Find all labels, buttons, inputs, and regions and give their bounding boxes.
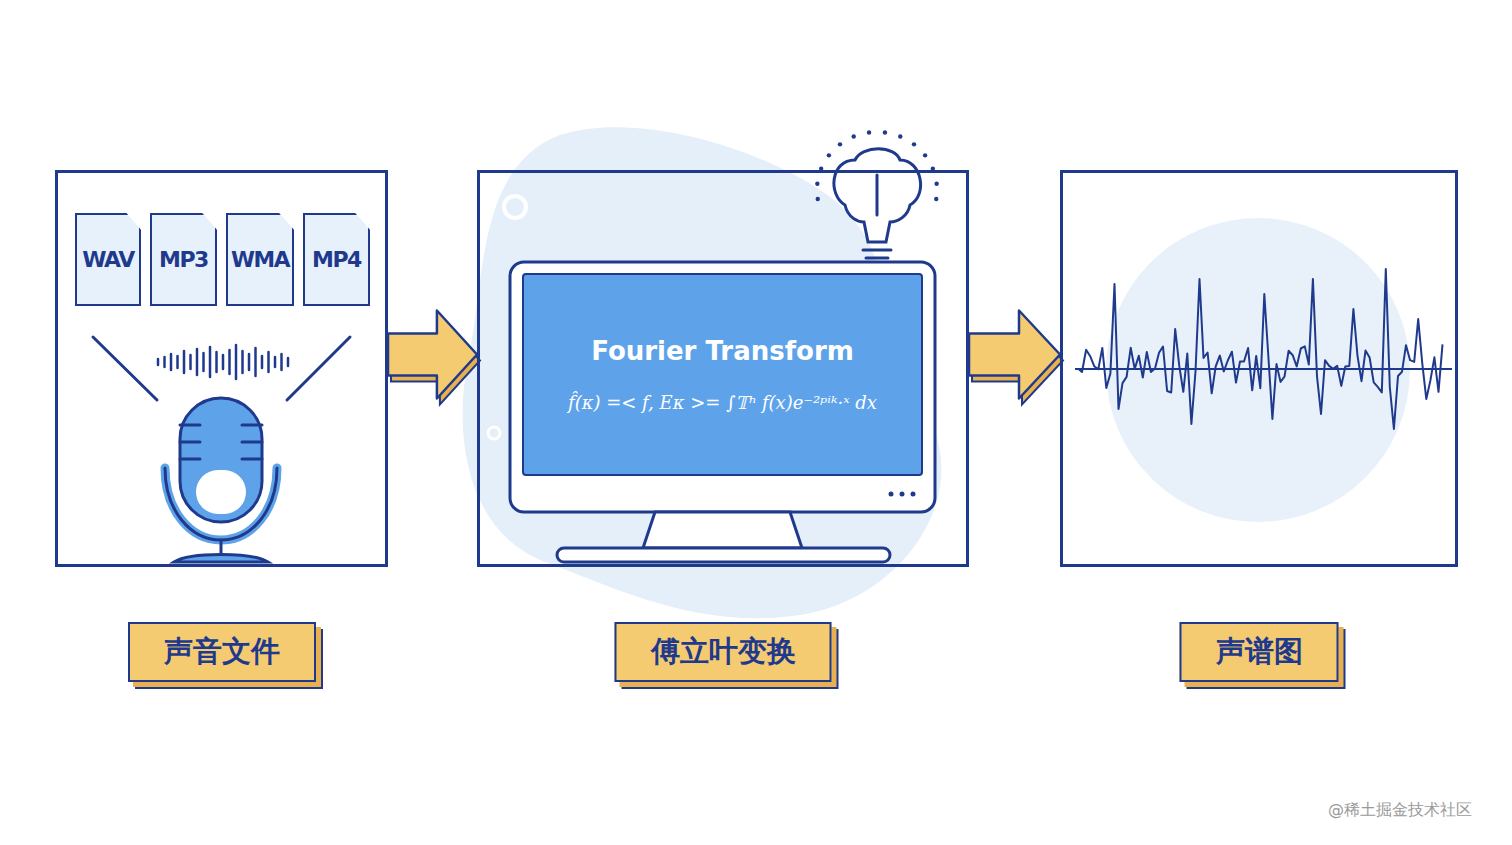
file-icon: MP4 bbox=[303, 213, 370, 306]
file-format: WMA bbox=[231, 247, 289, 272]
formula: f̂(κ) =< f, Eκ >= ∫𝕋ⁿ f(x)e⁻²ᵖⁱᵏ·ˣ dx bbox=[568, 392, 877, 413]
file-format: WAV bbox=[82, 247, 133, 272]
file-icon: WAV bbox=[75, 213, 141, 306]
screen-title: Fourier Transform bbox=[591, 336, 854, 366]
block-arrow bbox=[969, 311, 1063, 405]
lightbulb-icon bbox=[834, 149, 921, 258]
panel-box: 傅立叶变换Fourier Transformf̂(κ) =< f, Eκ >= … bbox=[477, 170, 969, 567]
file-format: MP3 bbox=[159, 247, 208, 272]
screen-box: Fourier Transform f̂(κ) =< f, Eκ >= ∫𝕋ⁿ f… bbox=[522, 273, 923, 476]
caption-band: 声音文件 bbox=[128, 622, 316, 682]
decor-ring bbox=[504, 196, 526, 218]
microphone bbox=[93, 337, 350, 562]
panel-box: 声音文件WAVMP3WMAMP4 bbox=[55, 170, 388, 567]
monitor bbox=[510, 262, 935, 562]
decor-ring bbox=[488, 427, 500, 439]
caption-band: 傅立叶变换 bbox=[615, 622, 832, 682]
arrow-body bbox=[388, 311, 477, 399]
block-arrow bbox=[388, 311, 480, 405]
file-icon: WMA bbox=[226, 213, 294, 306]
background-blob bbox=[463, 127, 942, 618]
lightbulb-rays bbox=[815, 130, 939, 201]
watermark: @稀土掘金技术社区 bbox=[1328, 800, 1472, 821]
file-format: MP4 bbox=[312, 247, 361, 272]
spectrum-axis bbox=[1075, 368, 1452, 370]
arrow-body bbox=[969, 311, 1060, 399]
file-icon: MP3 bbox=[150, 213, 217, 306]
caption-band: 声谱图 bbox=[1180, 622, 1339, 682]
panel-box: 声谱图 bbox=[1060, 170, 1458, 567]
sound-wave-bars bbox=[158, 345, 288, 379]
spectrum-wave bbox=[1078, 269, 1443, 429]
